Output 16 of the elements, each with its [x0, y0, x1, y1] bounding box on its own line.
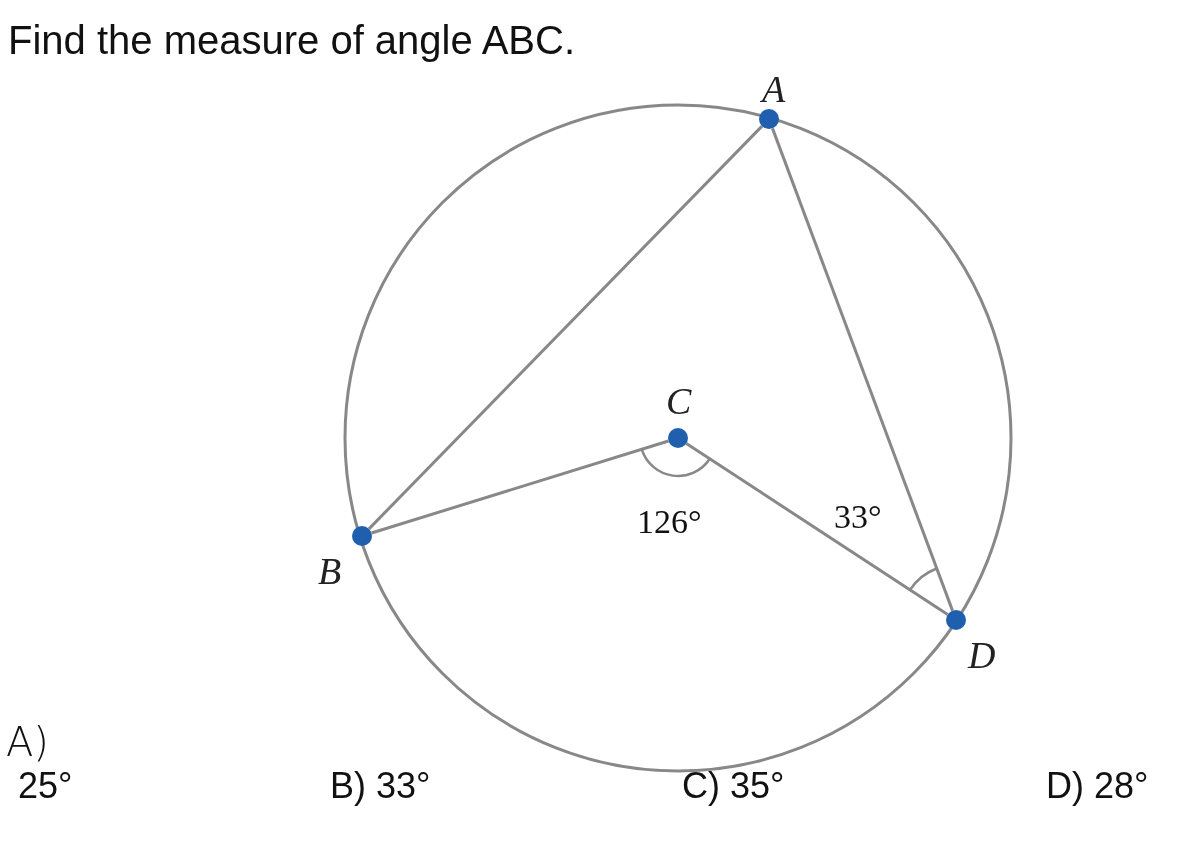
answer-choice: 25°	[18, 768, 73, 804]
line-segment	[685, 442, 949, 616]
line-segment	[771, 127, 954, 612]
answer-choice: B) 33°	[330, 768, 431, 804]
angle-label: 33°	[834, 500, 882, 534]
line-segment	[371, 439, 669, 535]
question-text: Find the measure of angle ABC.	[8, 20, 575, 60]
point-label: B	[318, 552, 342, 590]
answer-letter: A)	[6, 722, 49, 762]
answer-choice: D) 28°	[1046, 768, 1149, 804]
point-label: D	[968, 636, 996, 674]
line-segment	[367, 125, 764, 530]
point-label: C	[666, 382, 692, 420]
point-label: A	[762, 70, 786, 108]
answer-choice: C) 35°	[682, 768, 785, 804]
angle-label: 126°	[637, 505, 702, 539]
